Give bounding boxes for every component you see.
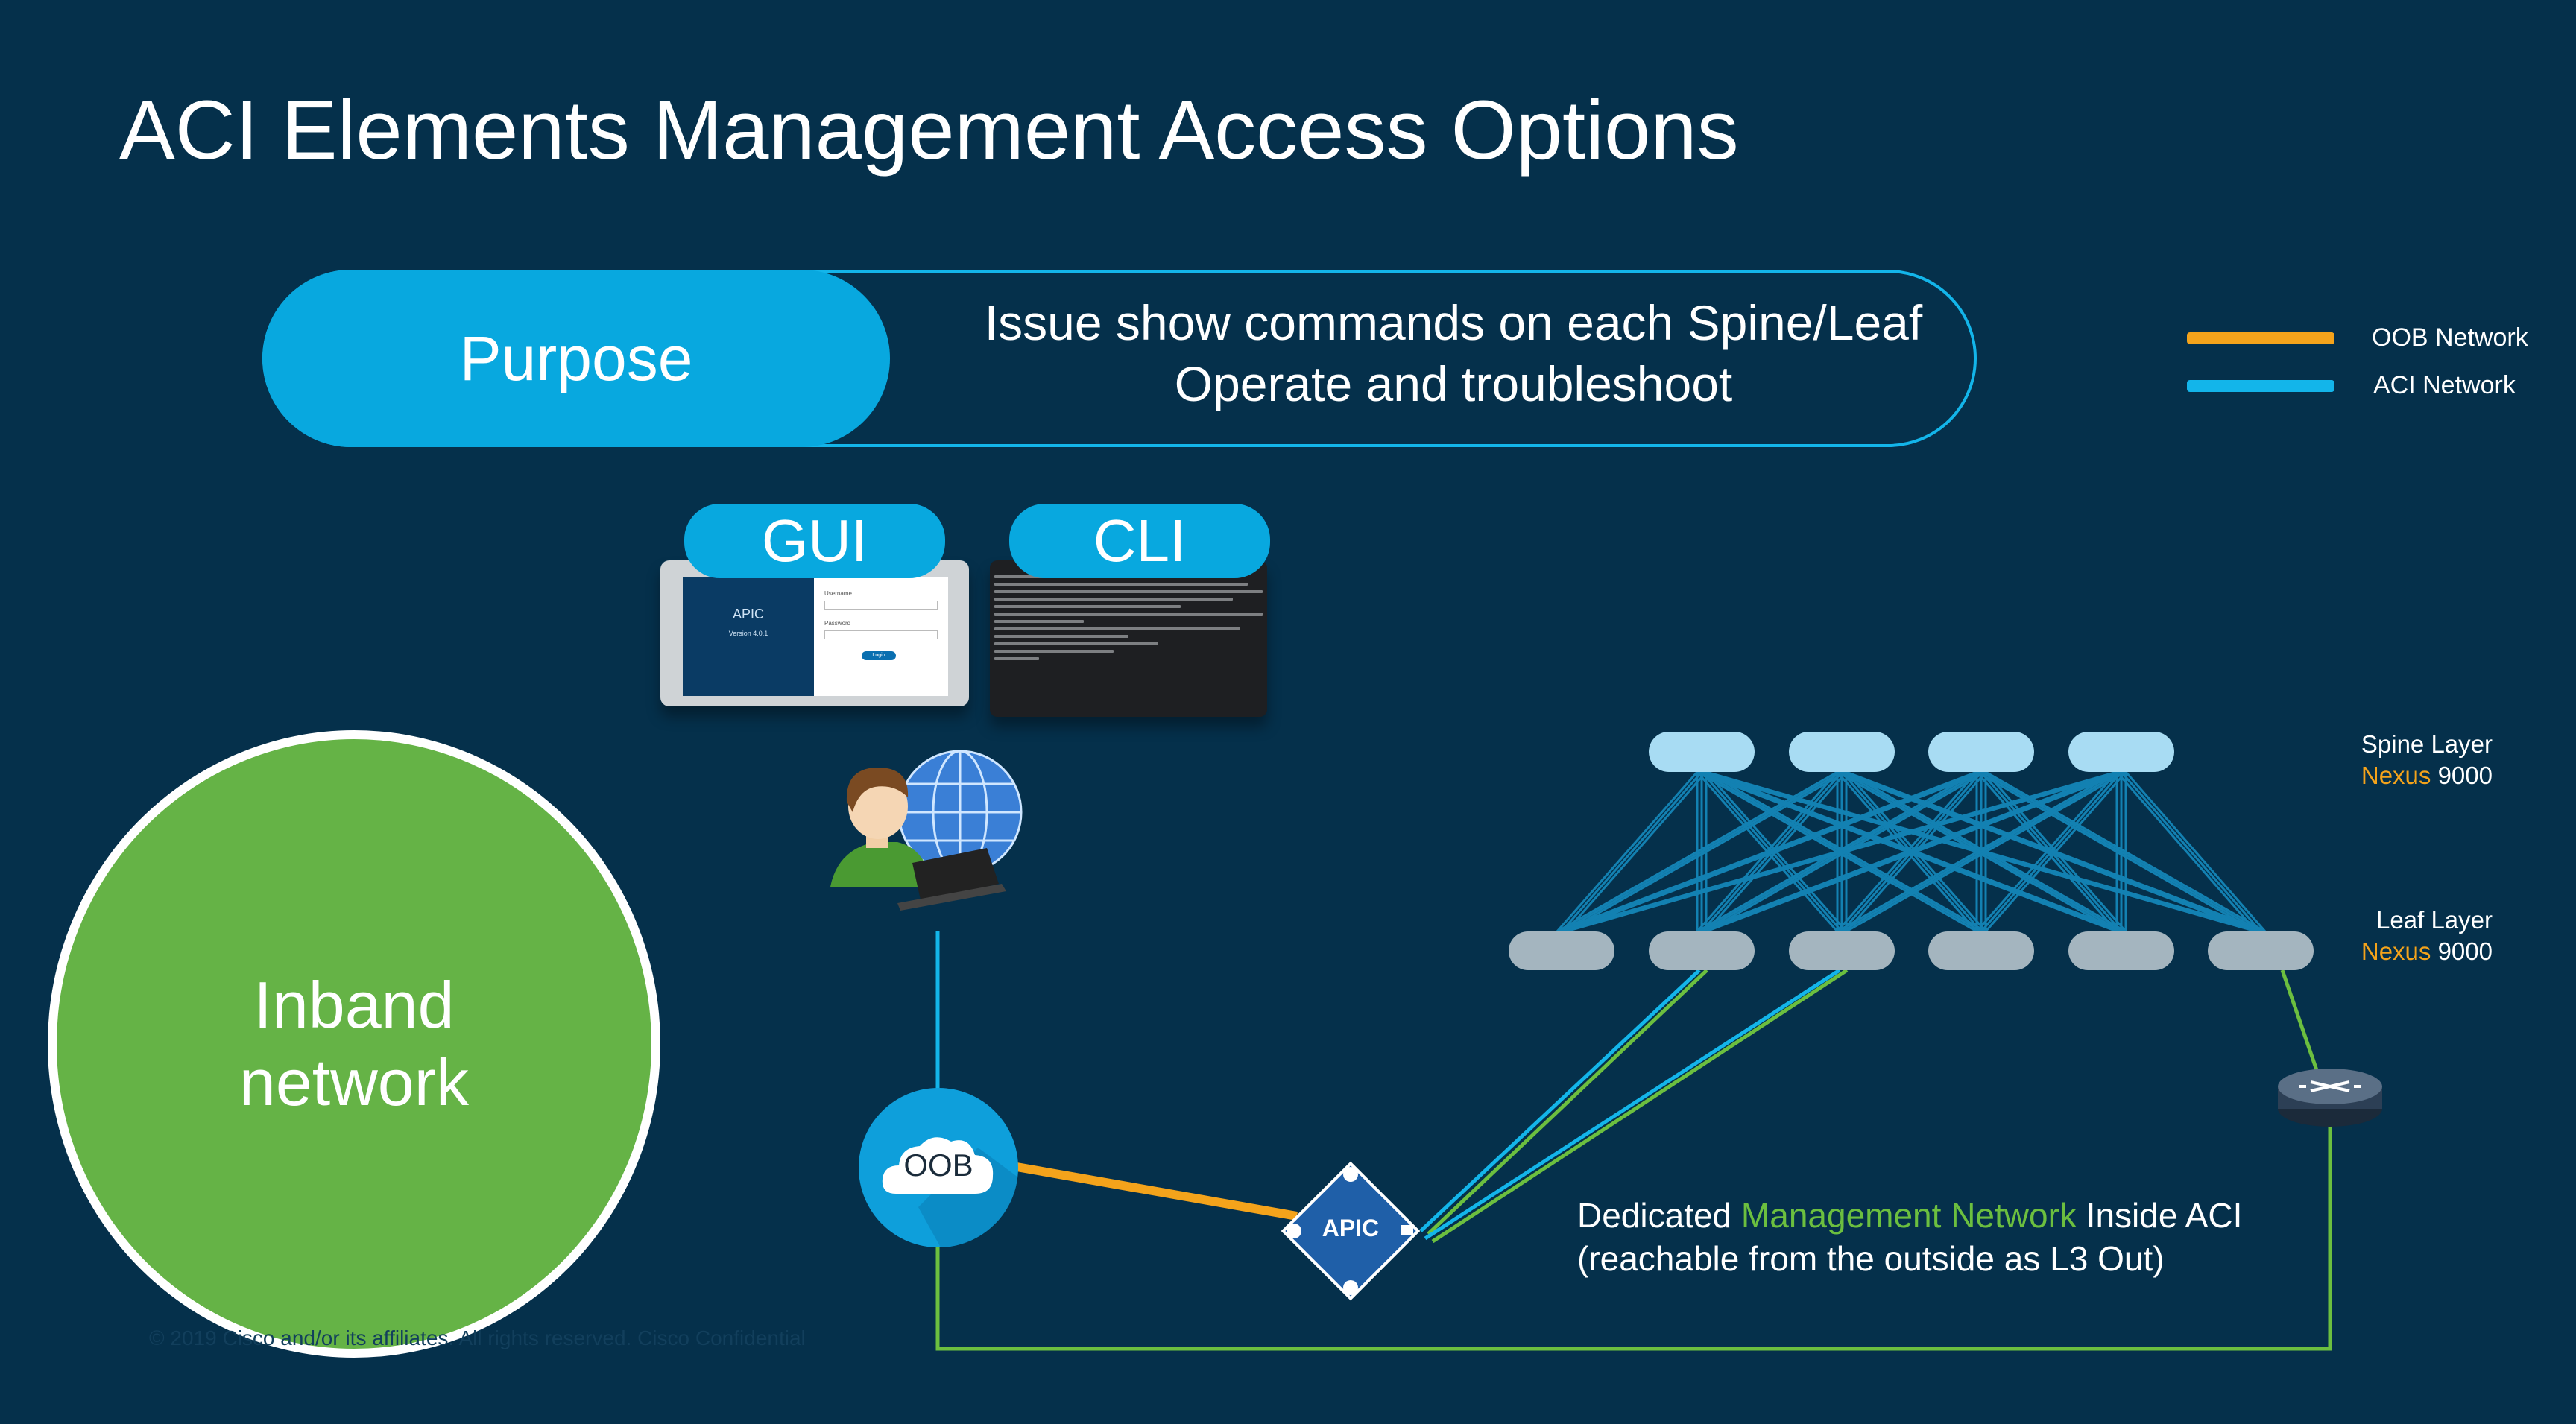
leaf-node <box>2068 931 2174 970</box>
spine-node <box>1789 732 1895 772</box>
legend-oob-label: OOB Network <box>2372 323 2528 352</box>
oob-label: OOB <box>903 1148 973 1183</box>
spine-node <box>2068 732 2174 772</box>
inband-label-line-1: Inband <box>253 968 455 1042</box>
fabric-link <box>1846 770 2127 933</box>
spine-layer-brand: Nexus <box>2361 762 2431 789</box>
fabric-link <box>1701 770 2122 933</box>
fabric-link <box>1984 771 2127 932</box>
fabric-link <box>1841 770 2122 933</box>
leaf-node <box>2208 931 2314 970</box>
gui-login-form: Username Password Login <box>814 577 948 696</box>
inband-label-line-2: network <box>239 1045 470 1119</box>
fabric-link <box>1556 770 1977 933</box>
fabric-link <box>1705 770 2127 933</box>
fabric-link <box>2124 771 2267 932</box>
fabric-link <box>2120 771 2262 932</box>
fabric-link <box>1556 770 1838 933</box>
mgmt-prefix: Dedicated <box>1577 1196 1741 1235</box>
spine-layer-name: Spine Layer <box>2361 730 2493 758</box>
spine-node <box>1649 732 1755 772</box>
mgmt-suffix: Inside ACI <box>2076 1196 2243 1235</box>
legend-oob-line <box>2187 332 2334 344</box>
spine-layer-label: Spine Layer Nexus 9000 <box>2361 729 2493 791</box>
mgmt-caption-line-1: Dedicated Management Network Inside ACI <box>1577 1194 2242 1237</box>
fabric-link <box>1565 770 1986 933</box>
cli-badge: CLI <box>1009 504 1270 578</box>
fabric-link <box>2115 771 2258 932</box>
cli-screenshot <box>990 560 1267 717</box>
apic-label: APIC <box>1322 1215 1380 1241</box>
legend-aci-line <box>2187 380 2334 392</box>
leaf-layer-brand: Nexus <box>2361 937 2431 965</box>
legend-aci-label: ACI Network <box>2373 371 2516 399</box>
leaf-layer-model: 9000 <box>2437 937 2493 965</box>
gui-version: Version 4.0.1 <box>728 630 768 637</box>
gui-username-field <box>824 601 938 610</box>
router-icon <box>2278 1069 2382 1127</box>
fabric-link <box>1975 771 2118 932</box>
fabric-link <box>1565 770 2127 933</box>
footer-copyright: © 2019 Cisco and/or its affiliates. All … <box>149 1326 806 1349</box>
fabric-link <box>1560 771 1703 932</box>
slide-title: ACI Elements Management Access Options <box>119 83 1739 177</box>
mgmt-caption-line-2: (reachable from the outside as L3 Out) <box>1577 1239 2165 1278</box>
oob-to-apic-link <box>1015 1162 1298 1221</box>
user-with-globe-icon <box>830 750 1023 911</box>
mgmt-network-caption: Dedicated Management Network Inside ACI … <box>1577 1194 2242 1280</box>
mgmt-highlight: Management Network <box>1740 1196 2077 1235</box>
leaf-node <box>1649 931 1755 970</box>
fabric-link <box>1980 771 2123 932</box>
leaf-layer-label: Leaf Layer Nexus 9000 <box>2361 905 2493 967</box>
spine-layer-model: 9000 <box>2437 762 2493 789</box>
gui-password-field <box>824 630 938 639</box>
gui-badge: GUI <box>684 504 945 578</box>
fabric-link <box>1696 770 2118 933</box>
fabric-link <box>1565 771 1708 932</box>
gui-product: APIC <box>732 607 764 621</box>
leaf-layer-name: Leaf Layer <box>2376 906 2493 934</box>
gui-screenshot: APIC Version 4.0.1 Username Password Log… <box>660 560 969 706</box>
purpose-line-2: Operate and troubleshoot <box>1174 356 1733 411</box>
mgmt-links <box>935 968 2332 1351</box>
apic-controller-icon: APIC <box>1276 1156 1425 1306</box>
fabric-link <box>1556 771 1699 932</box>
spine-layer-model-line: Nexus 9000 <box>2361 760 2493 791</box>
leaf-node <box>1789 931 1895 970</box>
fabric-link <box>1561 770 1843 933</box>
leaf-node <box>1928 931 2034 970</box>
leaf-layer-model-line: Nexus 9000 <box>2361 936 2493 967</box>
leaf-node <box>1509 931 1614 970</box>
gui-password-label: Password <box>824 620 851 627</box>
fabric-link <box>1561 770 2122 933</box>
purpose-line-1: Issue show commands on each Spine/Leaf <box>984 295 1923 350</box>
spine-node <box>1928 732 2034 772</box>
purpose-pill: Purpose <box>262 270 890 447</box>
oob-cloud-icon: OOB <box>859 1088 1018 1247</box>
fabric-link <box>1556 770 2118 933</box>
fabric-link <box>1561 770 1982 933</box>
fabric-link <box>1837 770 2118 933</box>
inband-network-circle: Inband network <box>48 730 660 1358</box>
spine-leaf-mesh <box>1556 770 2267 933</box>
gui-login-panel: APIC Version 4.0.1 <box>683 577 814 696</box>
purpose-description: Issue show commands on each Spine/Leaf O… <box>917 292 1990 414</box>
gui-username-label: Username <box>824 590 852 597</box>
gui-login-button: Login <box>862 651 896 660</box>
fabric-link <box>1565 770 1847 933</box>
